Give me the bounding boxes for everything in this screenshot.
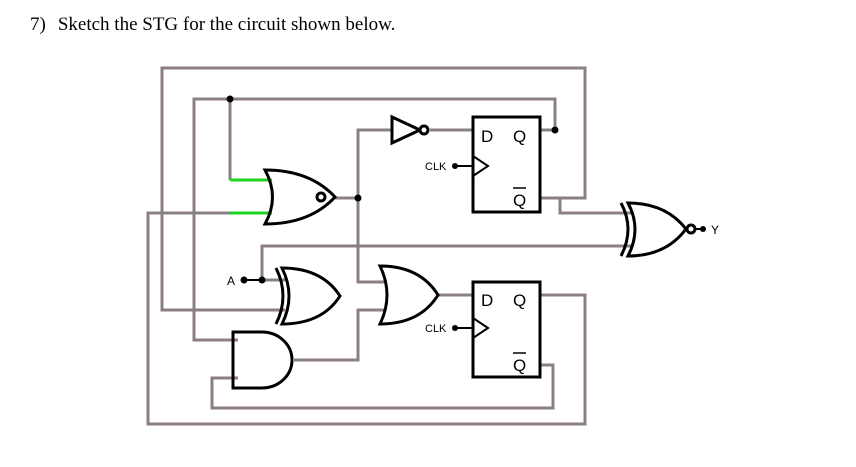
wire-ff1-q-feedback: [192, 97, 557, 342]
wire-ff1-qbar-feedback: [160, 66, 587, 312]
label-output-y: Y: [711, 223, 719, 237]
question-prompt: Sketch the STG for the circuit shown bel…: [57, 14, 396, 35]
junction-dot: [226, 95, 234, 103]
gates: [231, 114, 697, 390]
question-number: 7): [30, 14, 46, 35]
label-ff1-d: D: [481, 127, 493, 146]
wire-ff1-qbar-xor: [558, 198, 632, 215]
inverter-gate: [390, 114, 430, 146]
or-gate-3: [377, 264, 440, 326]
and-gate: [231, 330, 294, 390]
clk-bottom-dot: [452, 325, 458, 331]
clk-top-dot: [452, 163, 458, 169]
question-text: 7) Sketch the STG for the circuit shown b…: [30, 14, 395, 36]
or-gate-1: [262, 168, 338, 226]
label-ff1-qbar: Q: [513, 191, 526, 210]
wires: [146, 66, 632, 426]
flip-flop-top: [471, 115, 542, 214]
junction-dot: [551, 126, 559, 134]
label-ff2-qbar: Q: [513, 356, 526, 375]
label-ff1-q: Q: [513, 127, 526, 146]
wire-or-to-or2: [356, 198, 385, 284]
label-ff2-q: Q: [513, 291, 526, 310]
wire-or-output: [335, 128, 392, 200]
or-gate-1-bubble: [315, 191, 327, 203]
wire-xor-in-bottom: [260, 244, 632, 280]
highlighted-wires: [230, 178, 272, 215]
label-input-a: A: [227, 274, 235, 288]
label-ff2-d: D: [481, 291, 493, 310]
label-clk-bottom: CLK: [425, 323, 447, 335]
label-clk-top: CLK: [425, 161, 447, 173]
wire-ff2-q-feedback: [146, 211, 587, 426]
xnor-gate: [619, 201, 697, 258]
junction-dot: [354, 194, 362, 202]
or-gate-2: [274, 266, 342, 326]
flip-flop-bottom: [471, 280, 542, 379]
wire-ff2-qbar-feedback: [210, 363, 555, 410]
wire-and-to-or2: [294, 308, 385, 362]
